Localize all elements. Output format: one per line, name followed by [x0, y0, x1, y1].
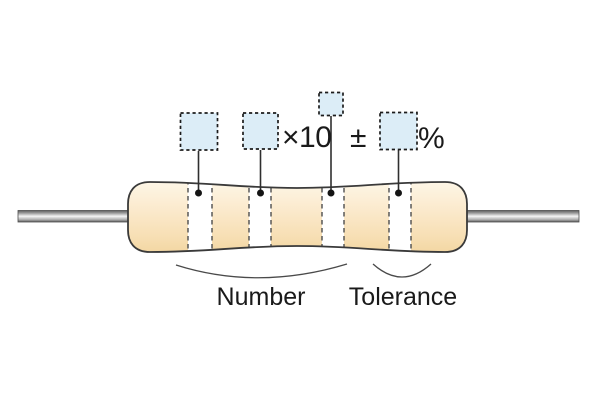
multiplier-placeholder-box: [318, 91, 344, 117]
number-group-arc: [175, 263, 348, 279]
band-2: [249, 182, 271, 252]
band-dot-3: [327, 189, 335, 197]
leader-lines: [197, 116, 400, 192]
tolerance-group-label: Tolerance: [349, 283, 457, 311]
multiplier-label: ×10: [282, 121, 331, 154]
tolerance-group-arc: [372, 263, 432, 278]
band-dot-1: [195, 189, 202, 197]
digit-1-placeholder-box: [179, 112, 219, 151]
band-dot-2: [257, 189, 264, 197]
percent-label: %: [418, 122, 444, 155]
band-dot-4: [395, 189, 402, 197]
tolerance-placeholder-box: [379, 111, 418, 151]
right-lead-wire: [464, 210, 580, 223]
band-anchor-dots: [195, 189, 402, 197]
left-lead-wire: [17, 210, 131, 223]
number-group-label: Number: [217, 283, 306, 311]
band-3: [322, 182, 344, 252]
resistor-body-outline: [127, 181, 468, 253]
resistor-body: [128, 182, 467, 252]
band-dashed-edges: [187, 182, 412, 252]
band-4: [389, 182, 411, 252]
digit-2-placeholder-box: [242, 112, 279, 150]
plus-minus-label: ±: [350, 121, 366, 154]
